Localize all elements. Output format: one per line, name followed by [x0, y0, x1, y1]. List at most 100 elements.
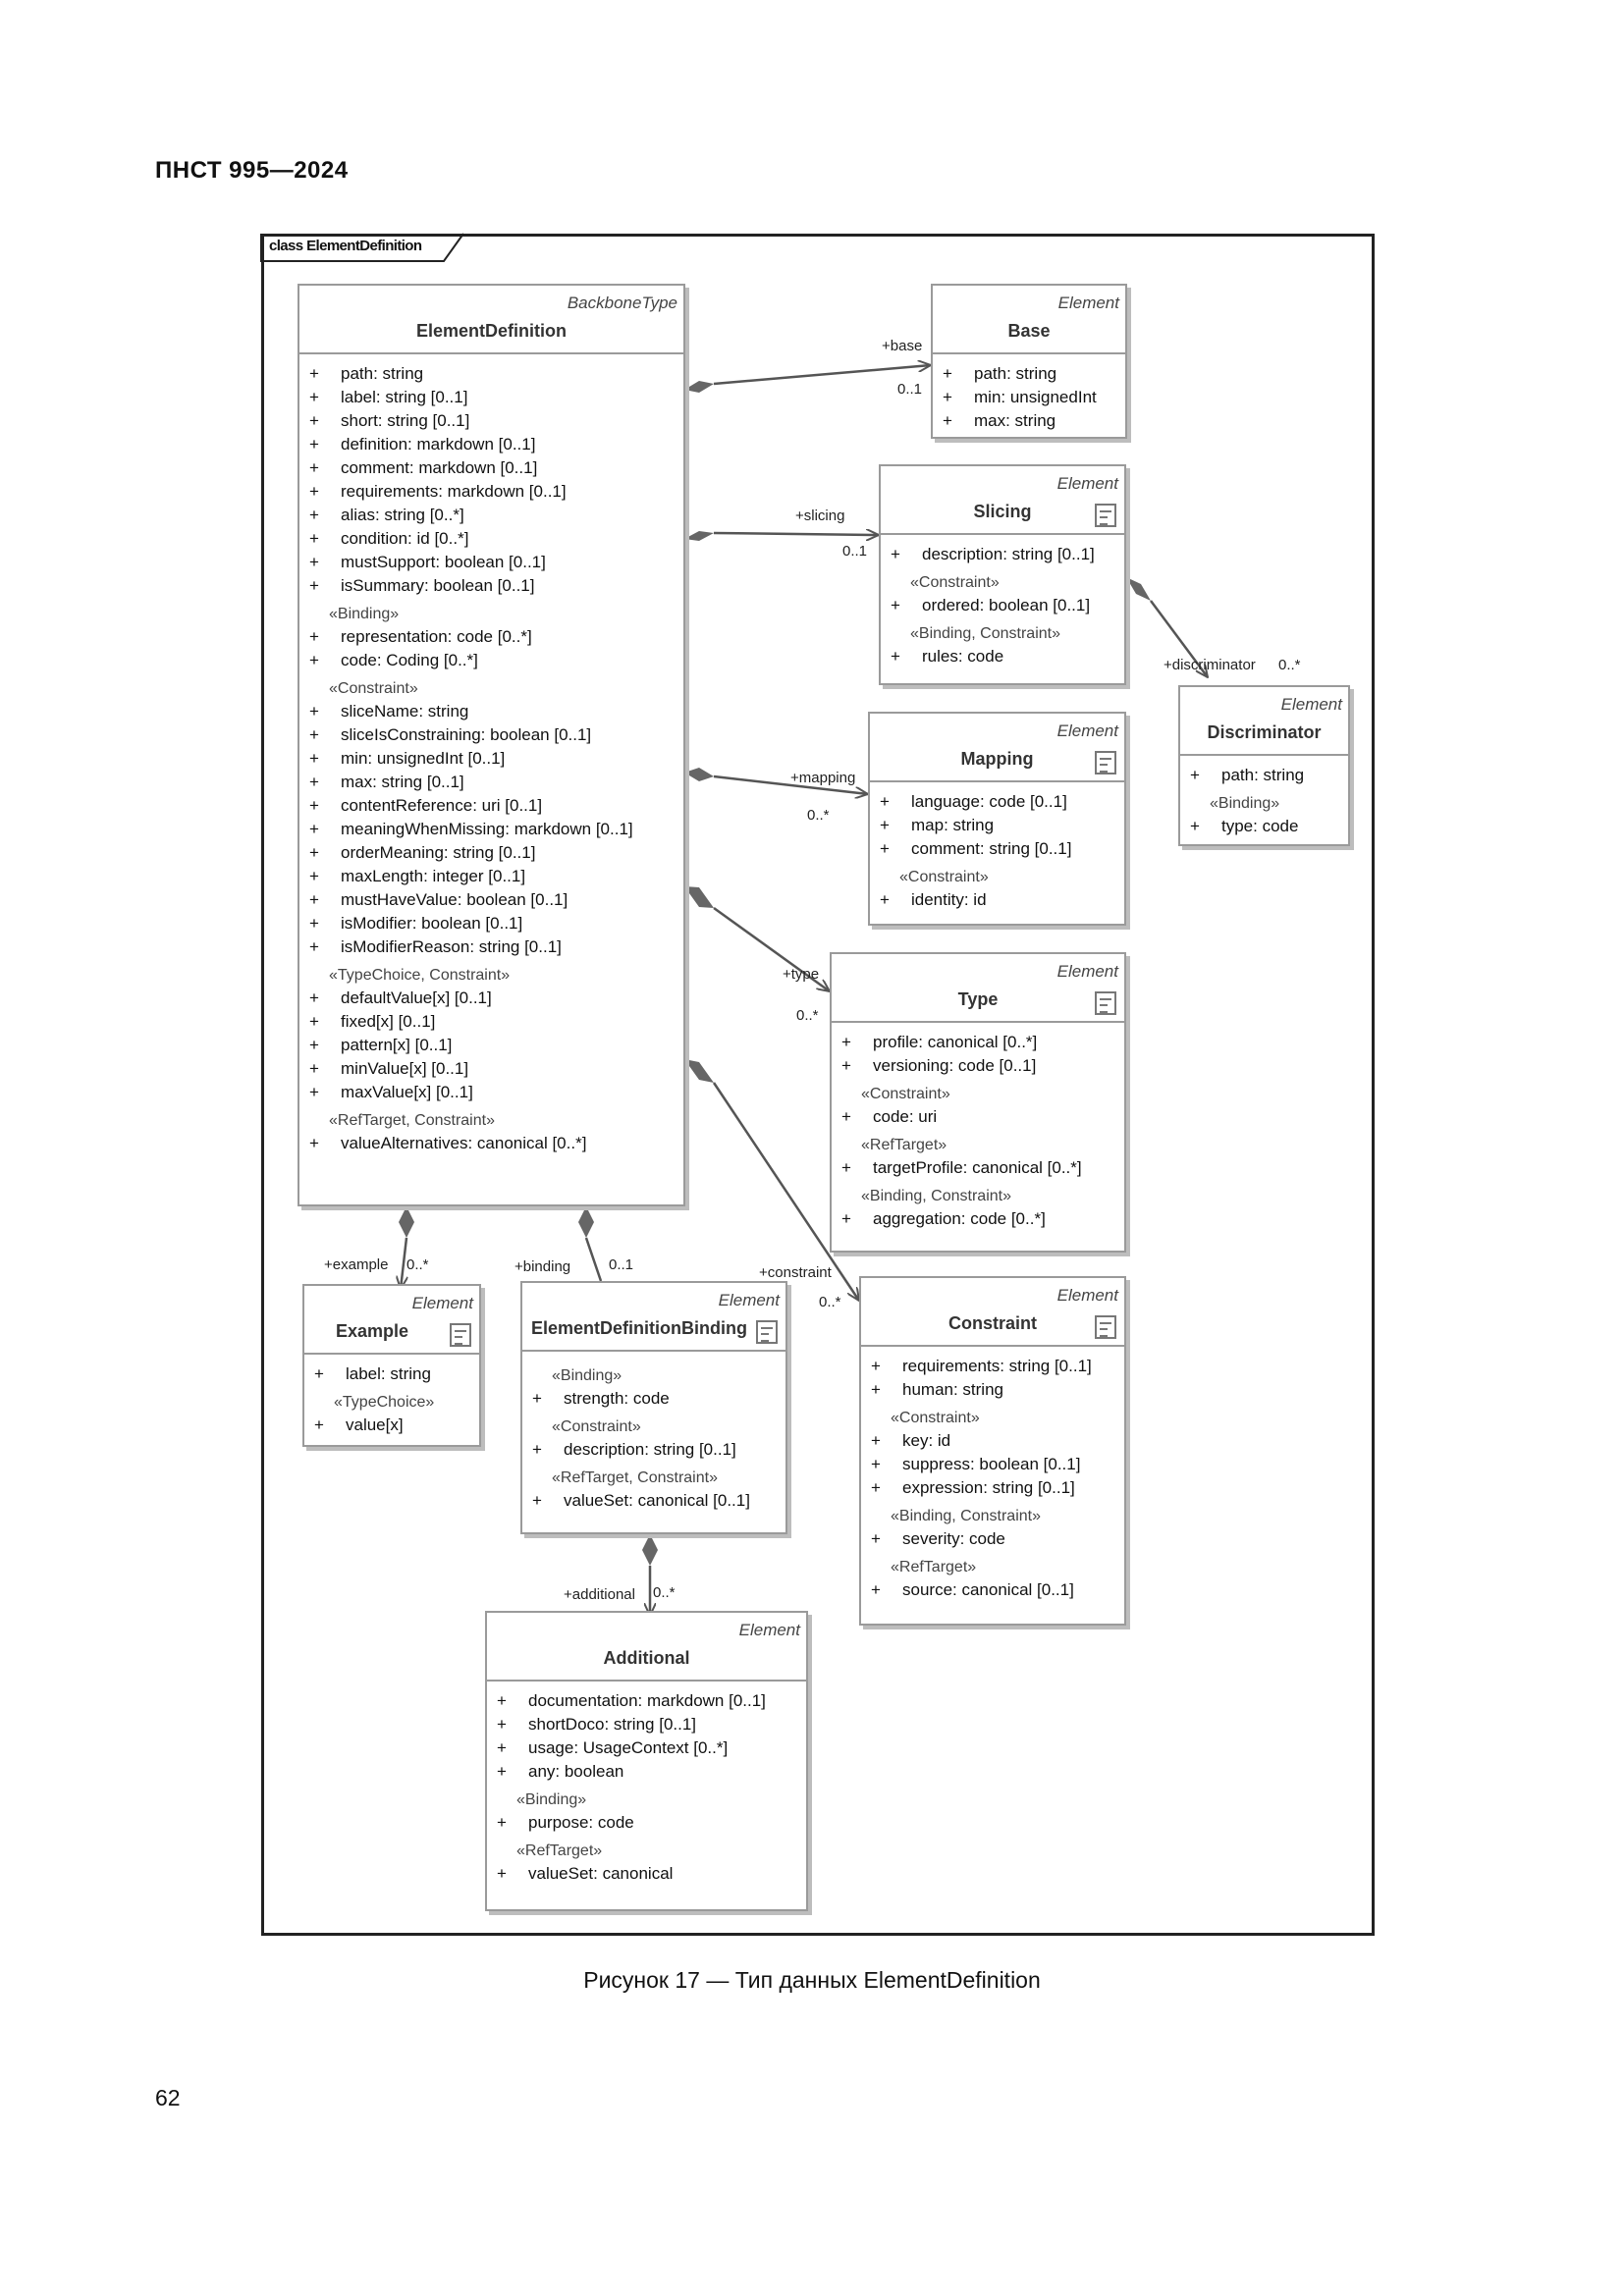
class-attribute: +comment: markdown [0..1] — [309, 456, 677, 480]
class-attribute: +isModifier: boolean [0..1] — [309, 912, 677, 935]
class-attribute: +requirements: string [0..1] — [871, 1355, 1118, 1378]
visibility-public: + — [314, 1364, 324, 1383]
attribute-text: meaningWhenMissing: markdown [0..1] — [341, 820, 633, 838]
class-attribute: + condition: id [0..*] — [309, 527, 677, 551]
visibility-public: + — [871, 1478, 881, 1497]
class-type[interactable]: Element Type +profile: canonical [0..*]+… — [830, 952, 1126, 1253]
attribute-text: key: id — [902, 1431, 951, 1450]
attribute-text: type: code — [1221, 817, 1299, 835]
role-label-binding: +binding — [514, 1258, 571, 1275]
attribute-text: isModifier: boolean [0..1] — [341, 914, 523, 933]
attribute-text: orderMeaning: string [0..1] — [341, 843, 536, 862]
multiplicity-label-example: 0..* — [406, 1256, 429, 1273]
class-attribute: +description: string [0..1] — [532, 1438, 780, 1462]
class-attribute: + usage: UsageContext [0..*] — [497, 1736, 800, 1760]
visibility-public: + — [309, 529, 319, 548]
attribute-text: aggregation: code [0..*] — [873, 1209, 1046, 1228]
attribute-text: path: string — [974, 364, 1057, 383]
attribute-text: comment: string [0..1] — [911, 839, 1072, 858]
attribute-text: valueSet: canonical — [528, 1864, 674, 1883]
stereotype-group: «RefTarget, Constraint» — [552, 1469, 718, 1486]
class-attribute: +map: string — [880, 814, 1118, 837]
visibility-public: + — [891, 647, 900, 666]
visibility-public: + — [497, 1738, 507, 1757]
class-attribute: +contentReference: uri [0..1] — [309, 794, 677, 818]
class-attributes: +path: string«Binding»+type: code — [1180, 756, 1348, 844]
attribute-text: purpose: code — [528, 1813, 634, 1832]
class-additional[interactable]: Element Additional +documentation: markd… — [485, 1611, 808, 1911]
class-attribute: +profile: canonical [0..*] — [841, 1031, 1118, 1054]
class-elementdefinitionbinding[interactable]: Element ElementDefinitionBinding «Bindin… — [520, 1281, 787, 1534]
visibility-public: + — [497, 1813, 507, 1832]
attribute-text: requirements: string [0..1] — [902, 1357, 1092, 1375]
link-base — [713, 365, 931, 386]
stereotype-group: «Constraint» — [899, 869, 989, 885]
composition-diamond — [684, 1059, 714, 1083]
visibility-public: + — [309, 843, 319, 862]
attribute-text: expression: string [0..1] — [902, 1478, 1075, 1497]
class-attribute: +requirements: markdown [0..1] — [309, 480, 677, 504]
class-attribute: +any: boolean — [497, 1760, 800, 1784]
class-stereotype: Element — [1056, 721, 1118, 740]
visibility-public: + — [309, 890, 319, 909]
class-attribute: +shortDoco: string [0..1] — [497, 1713, 800, 1736]
attribute-text: profile: canonical [0..*] — [873, 1033, 1038, 1051]
class-stereotype: Element — [718, 1291, 780, 1309]
multiplicity-label-constraint: 0..* — [819, 1294, 841, 1310]
attribute-text: source: canonical [0..1] — [902, 1580, 1074, 1599]
attribute-text: condition: id [0..*] — [341, 529, 469, 548]
class-example[interactable]: Element Example +label: string«TypeChoic… — [302, 1284, 481, 1447]
attribute-text: comment: markdown [0..1] — [341, 458, 538, 477]
stereotype-group: «Constraint» — [910, 574, 1000, 591]
class-attribute: +versioning: code [0..1] — [841, 1054, 1118, 1078]
class-discriminator[interactable]: Element Discriminator +path: string«Bind… — [1178, 685, 1350, 846]
visibility-public: + — [871, 1529, 881, 1548]
class-slicing[interactable]: Element Slicing +description: string [0.… — [879, 464, 1126, 685]
role-label-additional: +additional — [564, 1586, 635, 1603]
attribute-text: requirements: markdown [0..1] — [341, 482, 567, 501]
class-name: Base — [1007, 321, 1051, 341]
visibility-public: + — [1190, 766, 1200, 784]
class-attribute: +value[x] — [314, 1414, 473, 1437]
class-attribute: +mustSupport: boolean [0..1] — [309, 551, 677, 574]
role-label-example: +example — [324, 1256, 389, 1273]
class-name: ElementDefinition — [415, 321, 567, 341]
class-attribute: +valueSet: canonical [0..1] — [532, 1489, 780, 1513]
composition-diamond — [684, 381, 714, 393]
attribute-text: severity: code — [902, 1529, 1005, 1548]
class-stereotype: Element — [738, 1621, 800, 1639]
note-icon — [1095, 504, 1116, 527]
stereotype-group: «Binding» — [1210, 795, 1280, 812]
visibility-public: + — [309, 388, 319, 406]
attribute-text: suppress: boolean [0..1] — [902, 1455, 1081, 1473]
multiplicity-label-binding: 0..1 — [609, 1256, 634, 1273]
diagram-frame — [261, 234, 1375, 1936]
frame-title: class ElementDefinition — [269, 238, 422, 254]
class-attribute: +identity: id — [880, 888, 1118, 912]
note-icon — [1095, 1315, 1116, 1339]
class-attribute: +sliceName: string — [309, 700, 677, 723]
visibility-public: + — [309, 411, 319, 430]
visibility-public: + — [309, 364, 319, 383]
attribute-text: usage: UsageContext [0..*] — [528, 1738, 729, 1757]
class-attribute: +maxValue[x] [0..1] — [309, 1081, 677, 1104]
visibility-public: + — [309, 820, 319, 838]
composition-diamond — [684, 886, 714, 908]
class-elementdefinition[interactable]: BackboneType ElementDefinition +path: st… — [298, 284, 685, 1206]
visibility-public: + — [532, 1389, 542, 1408]
visibility-public: + — [871, 1580, 881, 1599]
class-base[interactable]: Element Base +path: string+min: unsigned… — [931, 284, 1127, 439]
class-name: Discriminator — [1207, 722, 1322, 742]
class-mapping[interactable]: Element Mapping +language: code [0..1]+m… — [868, 712, 1126, 926]
class-constraint[interactable]: Element Constraint +requirements: string… — [859, 1276, 1126, 1626]
attribute-text: short: string [0..1] — [341, 411, 470, 430]
note-icon — [450, 1323, 471, 1347]
link-slicing — [713, 533, 879, 535]
visibility-public: + — [309, 749, 319, 768]
attribute-text: maxValue[x] [0..1] — [341, 1083, 473, 1101]
note-icon — [1095, 751, 1116, 774]
visibility-public: + — [309, 1012, 319, 1031]
attribute-text: code: Coding [0..*] — [341, 651, 478, 669]
class-attribute: +max: string — [943, 409, 1119, 433]
visibility-public: + — [841, 1107, 851, 1126]
